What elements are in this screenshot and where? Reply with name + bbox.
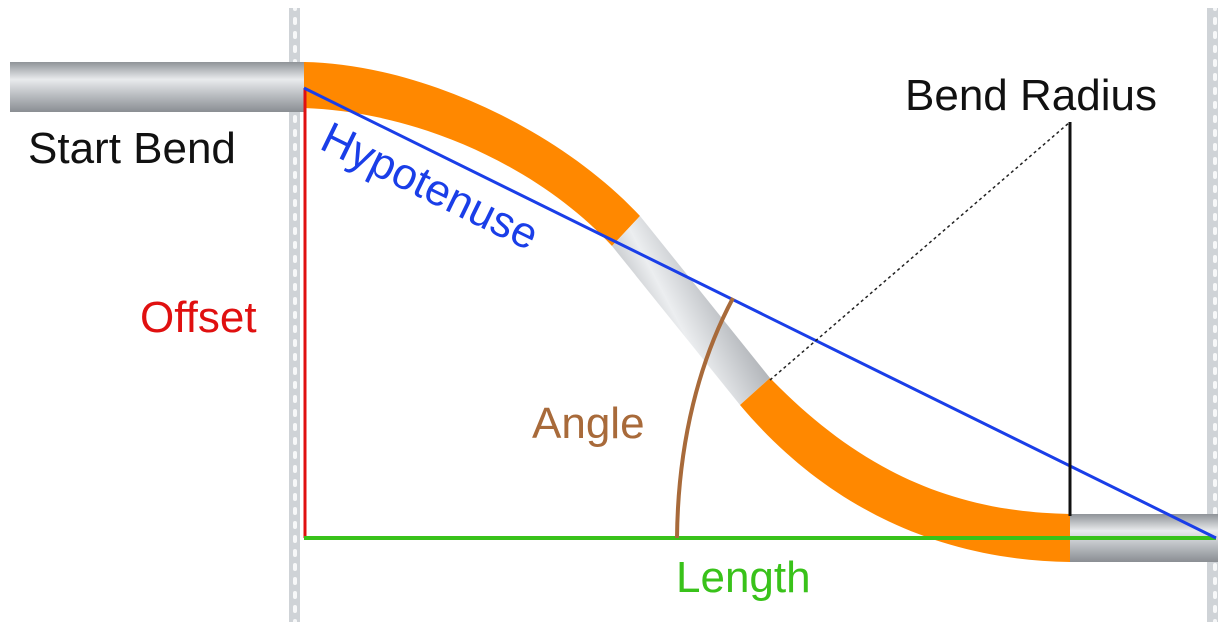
- length-label: Length: [676, 553, 811, 602]
- angle-label: Angle: [532, 399, 645, 448]
- right-rail: [1207, 8, 1218, 622]
- offset-label: Offset: [140, 293, 257, 342]
- angle-arc: [675, 297, 735, 539]
- left-rail: [289, 8, 300, 622]
- hypotenuse-line: [303, 86, 1217, 540]
- diagonal-pipe: [612, 216, 770, 405]
- lower-bend: [740, 378, 1070, 562]
- start-bend-label: Start Bend: [28, 124, 236, 173]
- bend-radius-label: Bend Radius: [905, 71, 1157, 120]
- upper-bend: [304, 62, 640, 246]
- left-pipe: [10, 62, 306, 112]
- bend-radius-dotted-line: [769, 121, 1071, 381]
